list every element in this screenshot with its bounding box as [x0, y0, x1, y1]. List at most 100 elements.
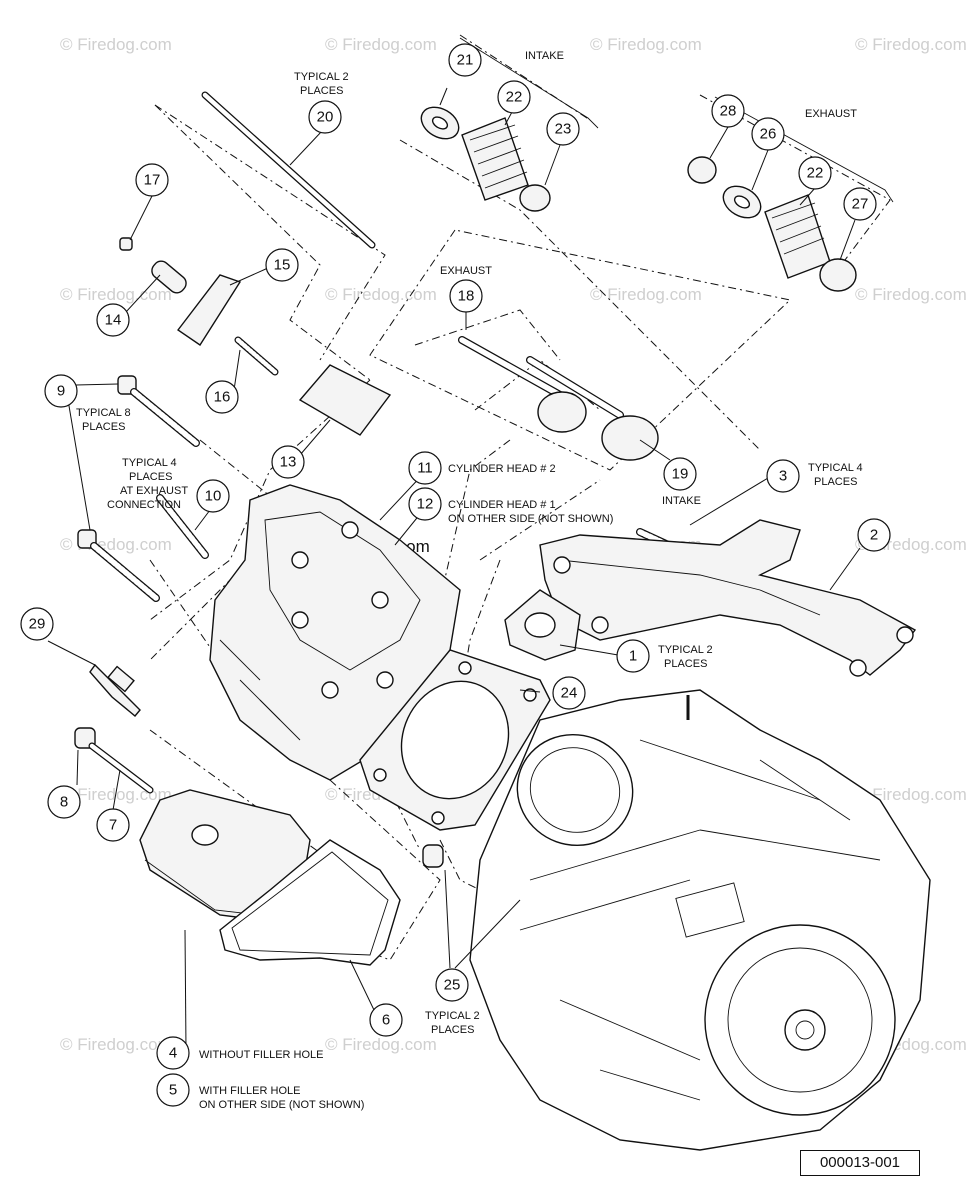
callouts: 1 2 3 4 5 6 7 8 9 10 11 12 13 14 15 16 1…	[20, 43, 891, 1107]
watermark: © Firedog.com	[590, 35, 702, 54]
callout-number: 18	[458, 288, 475, 305]
callout-balloon[interactable]: 16	[205, 380, 239, 414]
callout-number: 29	[29, 616, 46, 633]
label-typical-8: PLACES	[82, 421, 125, 433]
callout-number: 12	[417, 496, 434, 513]
watermark: © Firedog.com	[60, 285, 172, 304]
callout-number: 27	[852, 196, 869, 213]
callout-balloon[interactable]: 9	[44, 374, 78, 408]
label-typical-2-dowel: PLACES	[431, 1024, 474, 1036]
label-exhaust-springs: EXHAUST	[805, 108, 857, 120]
callout-number: 25	[444, 977, 461, 994]
callout-balloon[interactable]: 14	[96, 303, 130, 337]
cylinder-head	[209, 484, 461, 781]
callout-balloon[interactable]: 24	[552, 676, 586, 710]
watermark: © Firedog.com	[60, 35, 172, 54]
callout-balloon[interactable]: 12	[408, 487, 442, 521]
callout-number: 21	[457, 52, 474, 69]
callout-number: 14	[105, 312, 122, 329]
watermark: © Firedog.com	[590, 285, 702, 304]
callout-balloon[interactable]: 22	[798, 156, 832, 190]
label-without-filler-hole: WITHOUT FILLER HOLE	[199, 1049, 323, 1061]
callout-balloon[interactable]: 28	[711, 94, 745, 128]
watermark: © Firedog.com	[325, 1035, 437, 1054]
callout-number: 24	[561, 685, 578, 702]
callout-number: 19	[672, 466, 689, 483]
label-typical-4-manifold: PLACES	[814, 476, 857, 488]
callout-number: 1	[629, 648, 637, 665]
callout-number: 15	[274, 257, 291, 274]
label-with-filler-hole: ON OTHER SIDE (NOT SHOWN)	[199, 1099, 364, 1111]
label-typical-4-manifold: TYPICAL 4	[808, 462, 863, 474]
callout-balloon[interactable]: 8	[47, 785, 81, 819]
callout-balloon[interactable]: 7	[96, 808, 130, 842]
callout-balloon[interactable]: 13	[271, 445, 305, 479]
callout-balloon[interactable]: 27	[843, 187, 877, 221]
head-gasket	[359, 649, 551, 831]
label-typical-8: TYPICAL 8	[76, 407, 131, 419]
callout-balloon[interactable]: 21	[448, 43, 482, 77]
rocker-cover	[139, 789, 401, 966]
label-pushrod-typical: TYPICAL 2	[294, 71, 349, 83]
label-intake-valve: INTAKE	[662, 495, 701, 507]
callout-balloon[interactable]: 18	[449, 279, 483, 313]
callout-number: 26	[760, 126, 777, 143]
callout-number: 7	[109, 817, 117, 834]
callout-balloon[interactable]: 23	[546, 112, 580, 146]
callout-number: 9	[57, 383, 65, 400]
watermark: © Firedog.com	[325, 285, 437, 304]
labels: INTAKE EXHAUST EXHAUST INTAKE TYPICAL 2 …	[76, 50, 863, 1111]
label-typical-4-exhaust: AT EXHAUST	[120, 485, 188, 497]
callout-number: 8	[60, 794, 68, 811]
callout-number: 5	[169, 1082, 177, 1099]
label-typical-4-exhaust: PLACES	[129, 471, 172, 483]
callout-balloon[interactable]: 17	[135, 163, 169, 197]
callout-number: 2	[870, 527, 878, 544]
callout-balloon[interactable]: 1	[616, 639, 650, 673]
label-cylinder-head-1: ON OTHER SIDE (NOT SHOWN)	[448, 513, 613, 525]
rocker-assembly	[119, 237, 392, 436]
callout-balloon[interactable]: 19	[663, 457, 697, 491]
callout-balloon[interactable]: 11	[408, 451, 442, 485]
label-cylinder-head-2: CYLINDER HEAD # 2	[448, 463, 556, 475]
callout-balloon[interactable]: 26	[751, 117, 785, 151]
callout-balloon[interactable]: 5	[156, 1073, 190, 1107]
watermark: © Firedog.com	[855, 285, 966, 304]
valves	[458, 336, 659, 461]
callout-balloon[interactable]: 22	[497, 80, 531, 114]
callout-number: 4	[169, 1045, 177, 1062]
callout-balloon[interactable]: 10	[196, 479, 230, 513]
spark-plug	[89, 663, 141, 717]
exhaust-manifold	[539, 519, 917, 677]
callout-number: 10	[205, 488, 222, 505]
label-intake-springs: INTAKE	[525, 50, 564, 62]
watermark: © Firedog.com	[855, 35, 966, 54]
label-typical-2-dowel: TYPICAL 2	[425, 1010, 480, 1022]
callout-number: 23	[555, 121, 572, 138]
callout-balloon[interactable]: 4	[156, 1036, 190, 1070]
exhaust-gasket	[504, 589, 581, 661]
valve-train	[420, 106, 857, 292]
watermark: © Firedog.com	[855, 785, 966, 804]
callout-balloon[interactable]: 29	[20, 607, 54, 641]
label-typical-4-exhaust: CONNECTION	[107, 499, 181, 511]
callout-number: 11	[417, 460, 433, 477]
watermark: © Firedog.com	[325, 35, 437, 54]
callout-number: 22	[807, 165, 824, 182]
callout-balloon[interactable]: 20	[308, 100, 342, 134]
callout-number: 20	[317, 109, 334, 126]
label-typical-2-gasket: TYPICAL 2	[658, 644, 713, 656]
watermark: © Firedog.com	[60, 535, 172, 554]
callout-balloon[interactable]: 6	[369, 1003, 403, 1037]
label-pushrod-typical: PLACES	[300, 85, 343, 97]
callout-balloon[interactable]: 2	[857, 518, 891, 552]
callout-number: 17	[144, 172, 161, 189]
callout-balloon[interactable]: 25	[435, 968, 469, 1002]
engine-block	[469, 689, 931, 1151]
callout-number: 3	[779, 468, 787, 485]
callout-balloon[interactable]: 15	[265, 248, 299, 282]
callout-balloon[interactable]: 3	[766, 459, 800, 493]
watermark: © Firedog.com	[60, 1035, 172, 1054]
label-exhaust-valve: EXHAUST	[440, 265, 492, 277]
